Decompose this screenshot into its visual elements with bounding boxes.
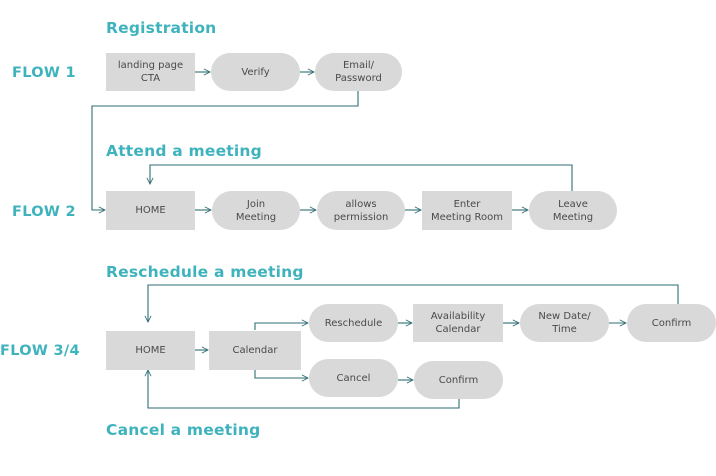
node-leave-meeting: Leave Meeting: [529, 191, 617, 230]
cancel-meeting-title: Cancel a meeting: [106, 421, 261, 439]
registration-title: Registration: [106, 19, 217, 37]
node-calendar: Calendar: [209, 331, 301, 370]
node-allows-permission: allows permission: [317, 191, 405, 230]
node-confirm-reschedule: Confirm: [627, 304, 716, 342]
node-email-password: Email/ Password: [315, 53, 402, 91]
arrow-email-to-home: [91, 91, 359, 210]
arrow-confirm-to-home-bottom: [148, 370, 460, 409]
arrow-confirm-to-home-top: [148, 284, 679, 322]
node-availability-calendar: Availability Calendar: [413, 304, 503, 342]
node-home-flow34: HOME: [106, 331, 195, 370]
arrow-calendar-to-reschedule: [254, 323, 308, 330]
flow2-label: FLOW 2: [12, 204, 76, 220]
node-reschedule: Reschedule: [309, 304, 398, 342]
node-new-date-time: New Date/ Time: [520, 304, 609, 342]
node-enter-meeting-room: Enter Meeting Room: [422, 191, 512, 230]
node-confirm-cancel: Confirm: [414, 361, 503, 399]
flow1-label: FLOW 1: [12, 65, 76, 81]
arrow-leave-to-home: [150, 164, 573, 191]
node-join-meeting: Join Meeting: [212, 191, 300, 230]
node-cancel: Cancel: [309, 359, 398, 397]
node-verify: Verify: [211, 53, 300, 91]
attend-meeting-title: Attend a meeting: [106, 142, 262, 160]
flow34-label: FLOW 3/4: [0, 343, 80, 359]
node-home-flow2: HOME: [106, 191, 195, 230]
node-landing-page-cta: landing page CTA: [106, 53, 195, 91]
reschedule-meeting-title: Reschedule a meeting: [106, 263, 304, 281]
arrow-calendar-to-cancel: [254, 370, 308, 378]
